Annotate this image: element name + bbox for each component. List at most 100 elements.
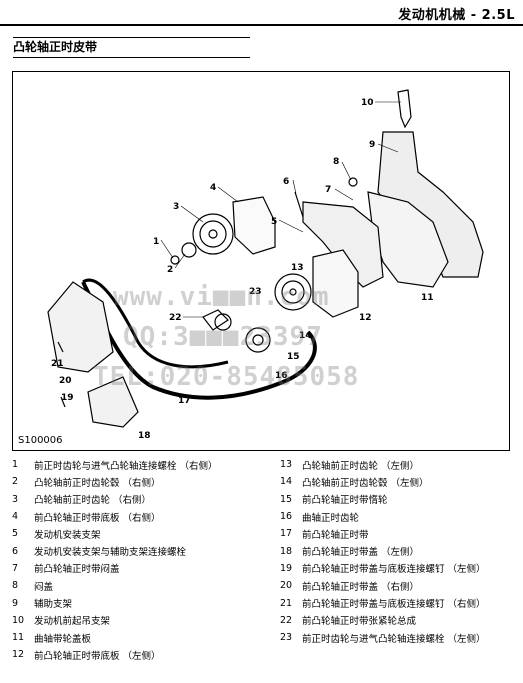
legend-number: 11 — [12, 632, 25, 644]
legend-number: 10 — [12, 614, 25, 626]
legend-number: 22 — [280, 614, 293, 626]
legend-item: 2 凸轮轴前正时齿轮毂 （右侧） — [12, 473, 280, 490]
legend-item: 6 发动机安装支架与辅助支架连接螺栓 — [12, 542, 280, 559]
legend-text: 前凸轮轴正时带盖 （右侧） — [302, 581, 420, 593]
legend-item: 14 凸轮轴前正时齿轮毂 （左侧） — [280, 473, 512, 490]
svg-text:3: 3 — [173, 202, 179, 212]
legend-number: 21 — [280, 597, 293, 609]
legend-text: 凸轮轴前正时齿轮 （右侧） — [34, 495, 152, 507]
legend-text: 发动机前起吊支架 — [34, 616, 111, 628]
legend-item: 16 曲轴正时齿轮 — [280, 508, 512, 525]
legend-text: 曲轴正时齿轮 — [302, 512, 360, 524]
svg-text:12: 12 — [359, 313, 372, 323]
legend-number: 7 — [12, 562, 19, 574]
legend-item: 10 发动机前起吊支架 — [12, 612, 280, 629]
svg-text:22: 22 — [169, 313, 182, 323]
legend-text: 前凸轮轴正时带底板 （左侧） — [34, 650, 161, 662]
legend-number: 18 — [280, 545, 293, 557]
timing-belt-drawing: 1 2 3 4 5 6 7 8 9 10 11 12 13 14 15 16 1… — [47, 89, 484, 441]
svg-text:19: 19 — [61, 393, 74, 403]
header-divider — [0, 24, 523, 26]
legend-text: 前凸轮轴正时带闷盖 — [34, 564, 120, 576]
legend-item: 22 前凸轮轴正时带张紧轮总成 — [280, 612, 512, 629]
legend-text: 前凸轮轴正时带张紧轮总成 — [302, 616, 417, 628]
legend-item: 9 辅助支架 — [12, 594, 280, 611]
legend-text: 前正时齿轮与进气凸轮轴连接螺栓 （右侧） — [34, 460, 218, 472]
legend-item: 13 凸轮轴前正时齿轮 （左侧） — [280, 456, 512, 473]
svg-text:10: 10 — [361, 98, 374, 108]
svg-text:15: 15 — [287, 352, 300, 362]
legend-text: 凸轮轴前正时齿轮毂 （右侧） — [34, 477, 161, 489]
legend-item: 11 曲轴带轮盖板 — [12, 629, 280, 646]
watermark-line-3: TEL:020-85485058 — [93, 362, 360, 392]
exploded-diagram: 1 2 3 4 5 6 7 8 9 10 11 12 13 14 15 16 1… — [12, 71, 510, 451]
svg-text:23: 23 — [249, 287, 262, 297]
svg-text:4: 4 — [210, 183, 216, 193]
legend-item: 3 凸轮轴前正时齿轮 （右侧） — [12, 491, 280, 508]
legend-text: 前凸轮轴正时带底板 （右侧） — [34, 512, 161, 524]
legend-text: 前凸轮轴正时带盖与底板连接螺钉 （左侧） — [302, 564, 486, 576]
legend-text: 前凸轮轴正时带惰轮 — [302, 495, 388, 507]
legend-text: 曲轴带轮盖板 — [34, 633, 92, 645]
legend-text: 辅助支架 — [34, 599, 73, 611]
svg-text:18: 18 — [138, 431, 151, 441]
legend-number: 19 — [280, 562, 293, 574]
legend-number: 15 — [280, 493, 293, 505]
svg-text:14: 14 — [299, 331, 312, 341]
legend-number: 14 — [280, 476, 293, 488]
legend-item: 4 前凸轮轴正时带底板 （右侧） — [12, 508, 280, 525]
legend-number: 2 — [12, 476, 19, 488]
legend-item: 5 发动机安装支架 — [12, 525, 280, 542]
legend-number: 23 — [280, 632, 293, 644]
svg-text:11: 11 — [421, 293, 434, 303]
svg-text:16: 16 — [275, 371, 288, 381]
legend-item: 23 前正时齿轮与进气凸轮轴连接螺栓 （左侧） — [280, 629, 512, 646]
legend-text: 前凸轮轴正时带盖 （左侧） — [302, 547, 420, 559]
legend-number: 1 — [12, 459, 19, 471]
legend-number: 6 — [12, 545, 19, 557]
legend-number: 5 — [12, 528, 19, 540]
legend-number: 17 — [280, 528, 293, 540]
legend-number: 4 — [12, 511, 19, 523]
legend-number: 16 — [280, 511, 293, 523]
legend-item: 12 前凸轮轴正时带底板 （左侧） — [12, 646, 280, 663]
legend-item: 19 前凸轮轴正时带盖与底板连接螺钉 （左侧） — [280, 560, 512, 577]
legend-item: 18 前凸轮轴正时带盖 （左侧） — [280, 542, 512, 559]
svg-text:21: 21 — [51, 359, 64, 369]
callout-labels: 1 2 3 4 5 6 7 8 9 10 11 12 13 14 15 16 1… — [51, 98, 434, 441]
legend-text: 前正时齿轮与进气凸轮轴连接螺栓 （左侧） — [302, 633, 486, 645]
watermark-line-2: QQ:3■■■23397 — [123, 322, 323, 352]
legend-item: 21 前凸轮轴正时带盖与底板连接螺钉 （右侧） — [280, 594, 512, 611]
legend-number: 13 — [280, 459, 293, 471]
svg-text:5: 5 — [271, 217, 277, 227]
legend-number: 3 — [12, 493, 19, 505]
figure-code: S100006 — [18, 435, 63, 446]
parts-legend: 1 前正时齿轮与进气凸轮轴连接螺栓 （右侧） 13 凸轮轴前正时齿轮 （左侧） 2 凸轮轴… — [12, 456, 512, 664]
section-rule-top — [13, 37, 250, 38]
legend-text: 凸轮轴前正时齿轮 （左侧） — [302, 460, 420, 472]
legend-text: 前凸轮轴正时带盖与底板连接螺钉 （右侧） — [302, 599, 486, 611]
legend-item: 15 前凸轮轴正时带惰轮 — [280, 491, 512, 508]
page-header-title: 发动机机械 - 2.5L — [398, 8, 515, 23]
svg-text:2: 2 — [167, 265, 173, 275]
svg-text:1: 1 — [153, 237, 159, 247]
svg-text:7: 7 — [325, 185, 331, 195]
legend-number: 9 — [12, 597, 19, 609]
watermark-line-1: www.vi■■n.com — [113, 282, 330, 312]
section-title: 凸轮轴正时皮带 — [13, 40, 98, 54]
legend-text: 闷盖 — [34, 581, 54, 593]
legend-text: 凸轮轴前正时齿轮毂 （左侧） — [302, 477, 429, 489]
legend-number: 12 — [12, 649, 25, 661]
legend-text: 发动机安装支架 — [34, 529, 101, 541]
legend-text: 发动机安装支架与辅助支架连接螺栓 — [34, 547, 187, 559]
legend-item: 1 前正时齿轮与进气凸轮轴连接螺栓 （右侧） — [12, 456, 280, 473]
svg-text:6: 6 — [283, 177, 289, 187]
section-rule-bottom — [13, 57, 250, 58]
svg-text:20: 20 — [59, 376, 72, 386]
legend-item — [280, 646, 512, 663]
svg-text:9: 9 — [369, 140, 375, 150]
svg-text:17: 17 — [178, 396, 191, 406]
